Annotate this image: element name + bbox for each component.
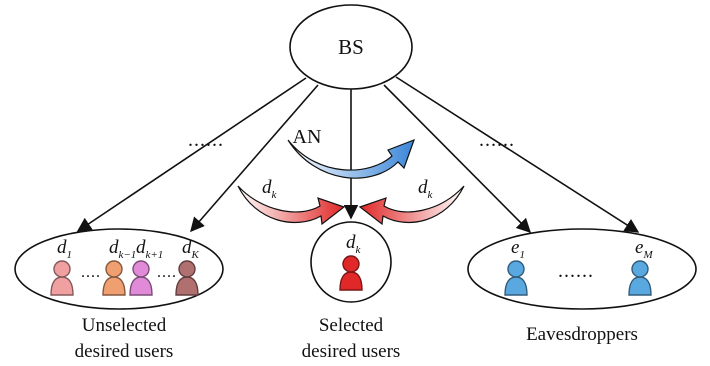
selected-user: dk [339, 232, 363, 291]
an-label: AN [293, 126, 322, 148]
dk-arrow-right [358, 185, 465, 226]
unselected-user-1: dk−1 [102, 237, 136, 296]
an-arrow [287, 138, 416, 179]
person-head-icon [53, 260, 71, 278]
unselected-user-0: d1 [50, 237, 74, 296]
person-head-icon [178, 260, 196, 278]
ellipsis-left: ...... [188, 129, 224, 151]
ellipsis-right: ...... [479, 129, 515, 151]
selected-caption-line1: Selected [319, 315, 384, 336]
dk-label-left: dk [262, 177, 278, 201]
unselected-user-2: dk+1 [129, 237, 163, 296]
person-body-icon [102, 276, 126, 296]
eaves-user-1: eM [628, 237, 653, 296]
user-label: dk+1 [136, 237, 163, 261]
unselected-caption-line2: desired users [75, 341, 174, 362]
selected-caption-line2: desired users [302, 341, 401, 362]
person-head-icon [631, 260, 649, 278]
person-body-icon [339, 271, 363, 291]
unselected-dots: .... [81, 264, 101, 281]
user-label: e1 [511, 237, 525, 261]
eaves-dots: ...... [558, 260, 594, 282]
person-head-icon [342, 255, 360, 273]
user-label: d1 [57, 237, 72, 261]
selected-user-0: dk [339, 232, 363, 291]
person-head-icon [132, 260, 150, 278]
user-label: dk−1 [109, 237, 136, 261]
dk-label-right: dk [418, 177, 434, 201]
person-body-icon [504, 276, 528, 296]
eaves-users: e1 eM [504, 237, 653, 296]
eaves-user-0: e1 [504, 237, 528, 296]
person-body-icon [628, 276, 652, 296]
person-body-icon [175, 276, 199, 296]
eaves-caption: Eavesdroppers [526, 324, 638, 345]
link-eaves-2 [395, 76, 640, 233]
person-body-icon [129, 276, 153, 296]
user-label: eM [635, 237, 653, 261]
dk-arrow-left [237, 185, 346, 226]
person-body-icon [50, 276, 74, 296]
link-unselected-2 [190, 84, 319, 233]
person-head-icon [105, 260, 123, 278]
unselected-user-3: dK [175, 237, 200, 296]
unselected-dots-2: .... [157, 264, 177, 281]
unselected-caption-line1: Unselected [82, 315, 167, 336]
bs-label: BS [338, 35, 364, 59]
person-head-icon [507, 260, 525, 278]
user-label: dk [346, 232, 362, 256]
user-label: dK [182, 237, 200, 261]
link-eaves-1 [383, 84, 532, 234]
link-unselected-1 [76, 77, 307, 232]
